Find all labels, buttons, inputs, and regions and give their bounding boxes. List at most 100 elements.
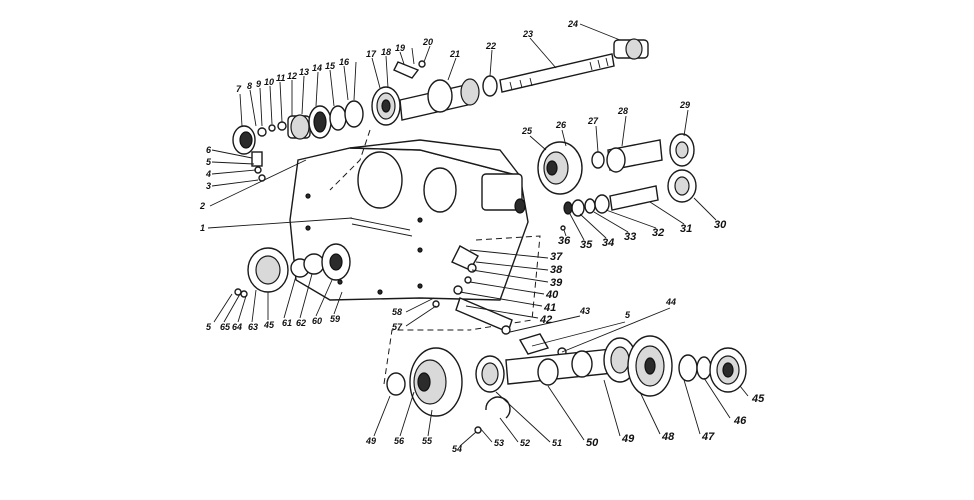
gear-14 <box>308 105 332 139</box>
bearing <box>344 100 364 128</box>
callout: 45 <box>263 320 275 330</box>
reverse-gear-assembly <box>537 133 697 231</box>
callout: 34 <box>602 237 614 249</box>
gear-25-26 <box>537 141 583 195</box>
callout: 18 <box>381 47 391 57</box>
fork-44 <box>518 333 550 355</box>
callout: 26 <box>555 120 567 130</box>
callout: 12 <box>287 71 297 81</box>
ring-27 <box>591 151 605 169</box>
callout: 57 <box>392 322 403 332</box>
upper-shaft-assembly <box>232 38 649 155</box>
gear-48 <box>627 335 673 397</box>
callout: 15 <box>325 61 336 71</box>
callout: 31 <box>680 223 692 235</box>
callout: 16 <box>339 57 350 67</box>
ring-46 <box>696 356 712 380</box>
front-cover-assembly <box>234 243 351 298</box>
cover-plate <box>247 247 289 293</box>
callout: 30 <box>714 219 727 231</box>
countershaft-assembly <box>383 329 747 434</box>
callout: 47 <box>701 431 715 443</box>
callout: 42 <box>539 314 552 326</box>
callout: 14 <box>312 63 322 73</box>
shaft-28 <box>606 139 663 173</box>
bearing-45 <box>303 253 325 275</box>
callout: 54 <box>452 444 462 454</box>
main-gear-17 <box>371 86 401 126</box>
callout: 48 <box>661 431 675 443</box>
callout: 7 <box>236 84 242 94</box>
callout: 52 <box>520 438 530 448</box>
callout: 49 <box>621 433 635 445</box>
callouts: 1 2 3 4 5 6 7 8 9 10 11 12 13 14 15 16 1… <box>199 19 765 454</box>
callout: 38 <box>550 264 563 276</box>
callout: 23 <box>522 29 533 39</box>
screw-54 <box>474 426 482 434</box>
ring-47 <box>678 354 698 382</box>
callout: 6 <box>206 145 212 155</box>
callout: 55 <box>422 436 433 446</box>
callout: 2 <box>199 201 205 211</box>
washer-35 <box>563 201 573 215</box>
callout: 44 <box>665 297 676 307</box>
callout: 35 <box>580 239 593 251</box>
callout: 40 <box>545 289 559 301</box>
callout: 65 <box>220 322 231 332</box>
callout: 41 <box>543 302 556 314</box>
hub <box>287 114 311 140</box>
callout: 37 <box>550 251 563 263</box>
washer-34 <box>571 199 585 217</box>
callout: 59 <box>330 314 340 324</box>
callout: 36 <box>558 235 571 247</box>
clip <box>251 151 263 167</box>
callout: 46 <box>733 415 747 427</box>
ring <box>329 105 347 131</box>
callout: 32 <box>652 227 664 239</box>
callout: 21 <box>449 49 460 59</box>
end-coupling-24 <box>613 38 649 60</box>
callout: 63 <box>248 322 258 332</box>
main-shaft-23 <box>499 53 615 93</box>
callout: 45 <box>751 393 765 405</box>
callout: 20 <box>422 37 433 47</box>
callout: 51 <box>552 438 562 448</box>
circlip <box>485 396 511 419</box>
callout: 64 <box>232 322 242 332</box>
front-bearing <box>232 125 256 155</box>
washer <box>257 127 267 137</box>
callout: 1 <box>200 223 205 233</box>
callout: 5 <box>625 310 631 320</box>
callout: 29 <box>679 100 690 110</box>
gear-56 <box>409 347 463 417</box>
callout: 8 <box>247 81 252 91</box>
washer <box>268 124 276 132</box>
pin-58 <box>432 300 440 308</box>
callout: 10 <box>264 77 274 87</box>
callout: 19 <box>395 43 405 53</box>
nut-43 <box>501 325 511 335</box>
callout: 53 <box>494 438 504 448</box>
callout: 39 <box>550 277 563 289</box>
callout: 43 <box>579 306 590 316</box>
callout: 22 <box>485 41 496 51</box>
callout: 49 <box>365 436 376 446</box>
callout: 27 <box>587 116 599 126</box>
gear-61 <box>321 243 351 281</box>
washer <box>240 290 248 298</box>
washer <box>277 121 287 131</box>
callout: 13 <box>299 67 309 77</box>
washer-33 <box>584 198 596 214</box>
washer-57 <box>386 372 406 396</box>
callout: 33 <box>624 231 636 243</box>
gear-29 <box>669 133 695 167</box>
callout: 24 <box>567 19 578 29</box>
callout: 9 <box>256 79 261 89</box>
pin-36 <box>560 225 566 231</box>
callout: 58 <box>392 307 402 317</box>
callout: 3 <box>206 181 211 191</box>
callout: 5 <box>206 322 212 332</box>
callout: 62 <box>296 318 306 328</box>
callout: 17 <box>366 49 377 59</box>
